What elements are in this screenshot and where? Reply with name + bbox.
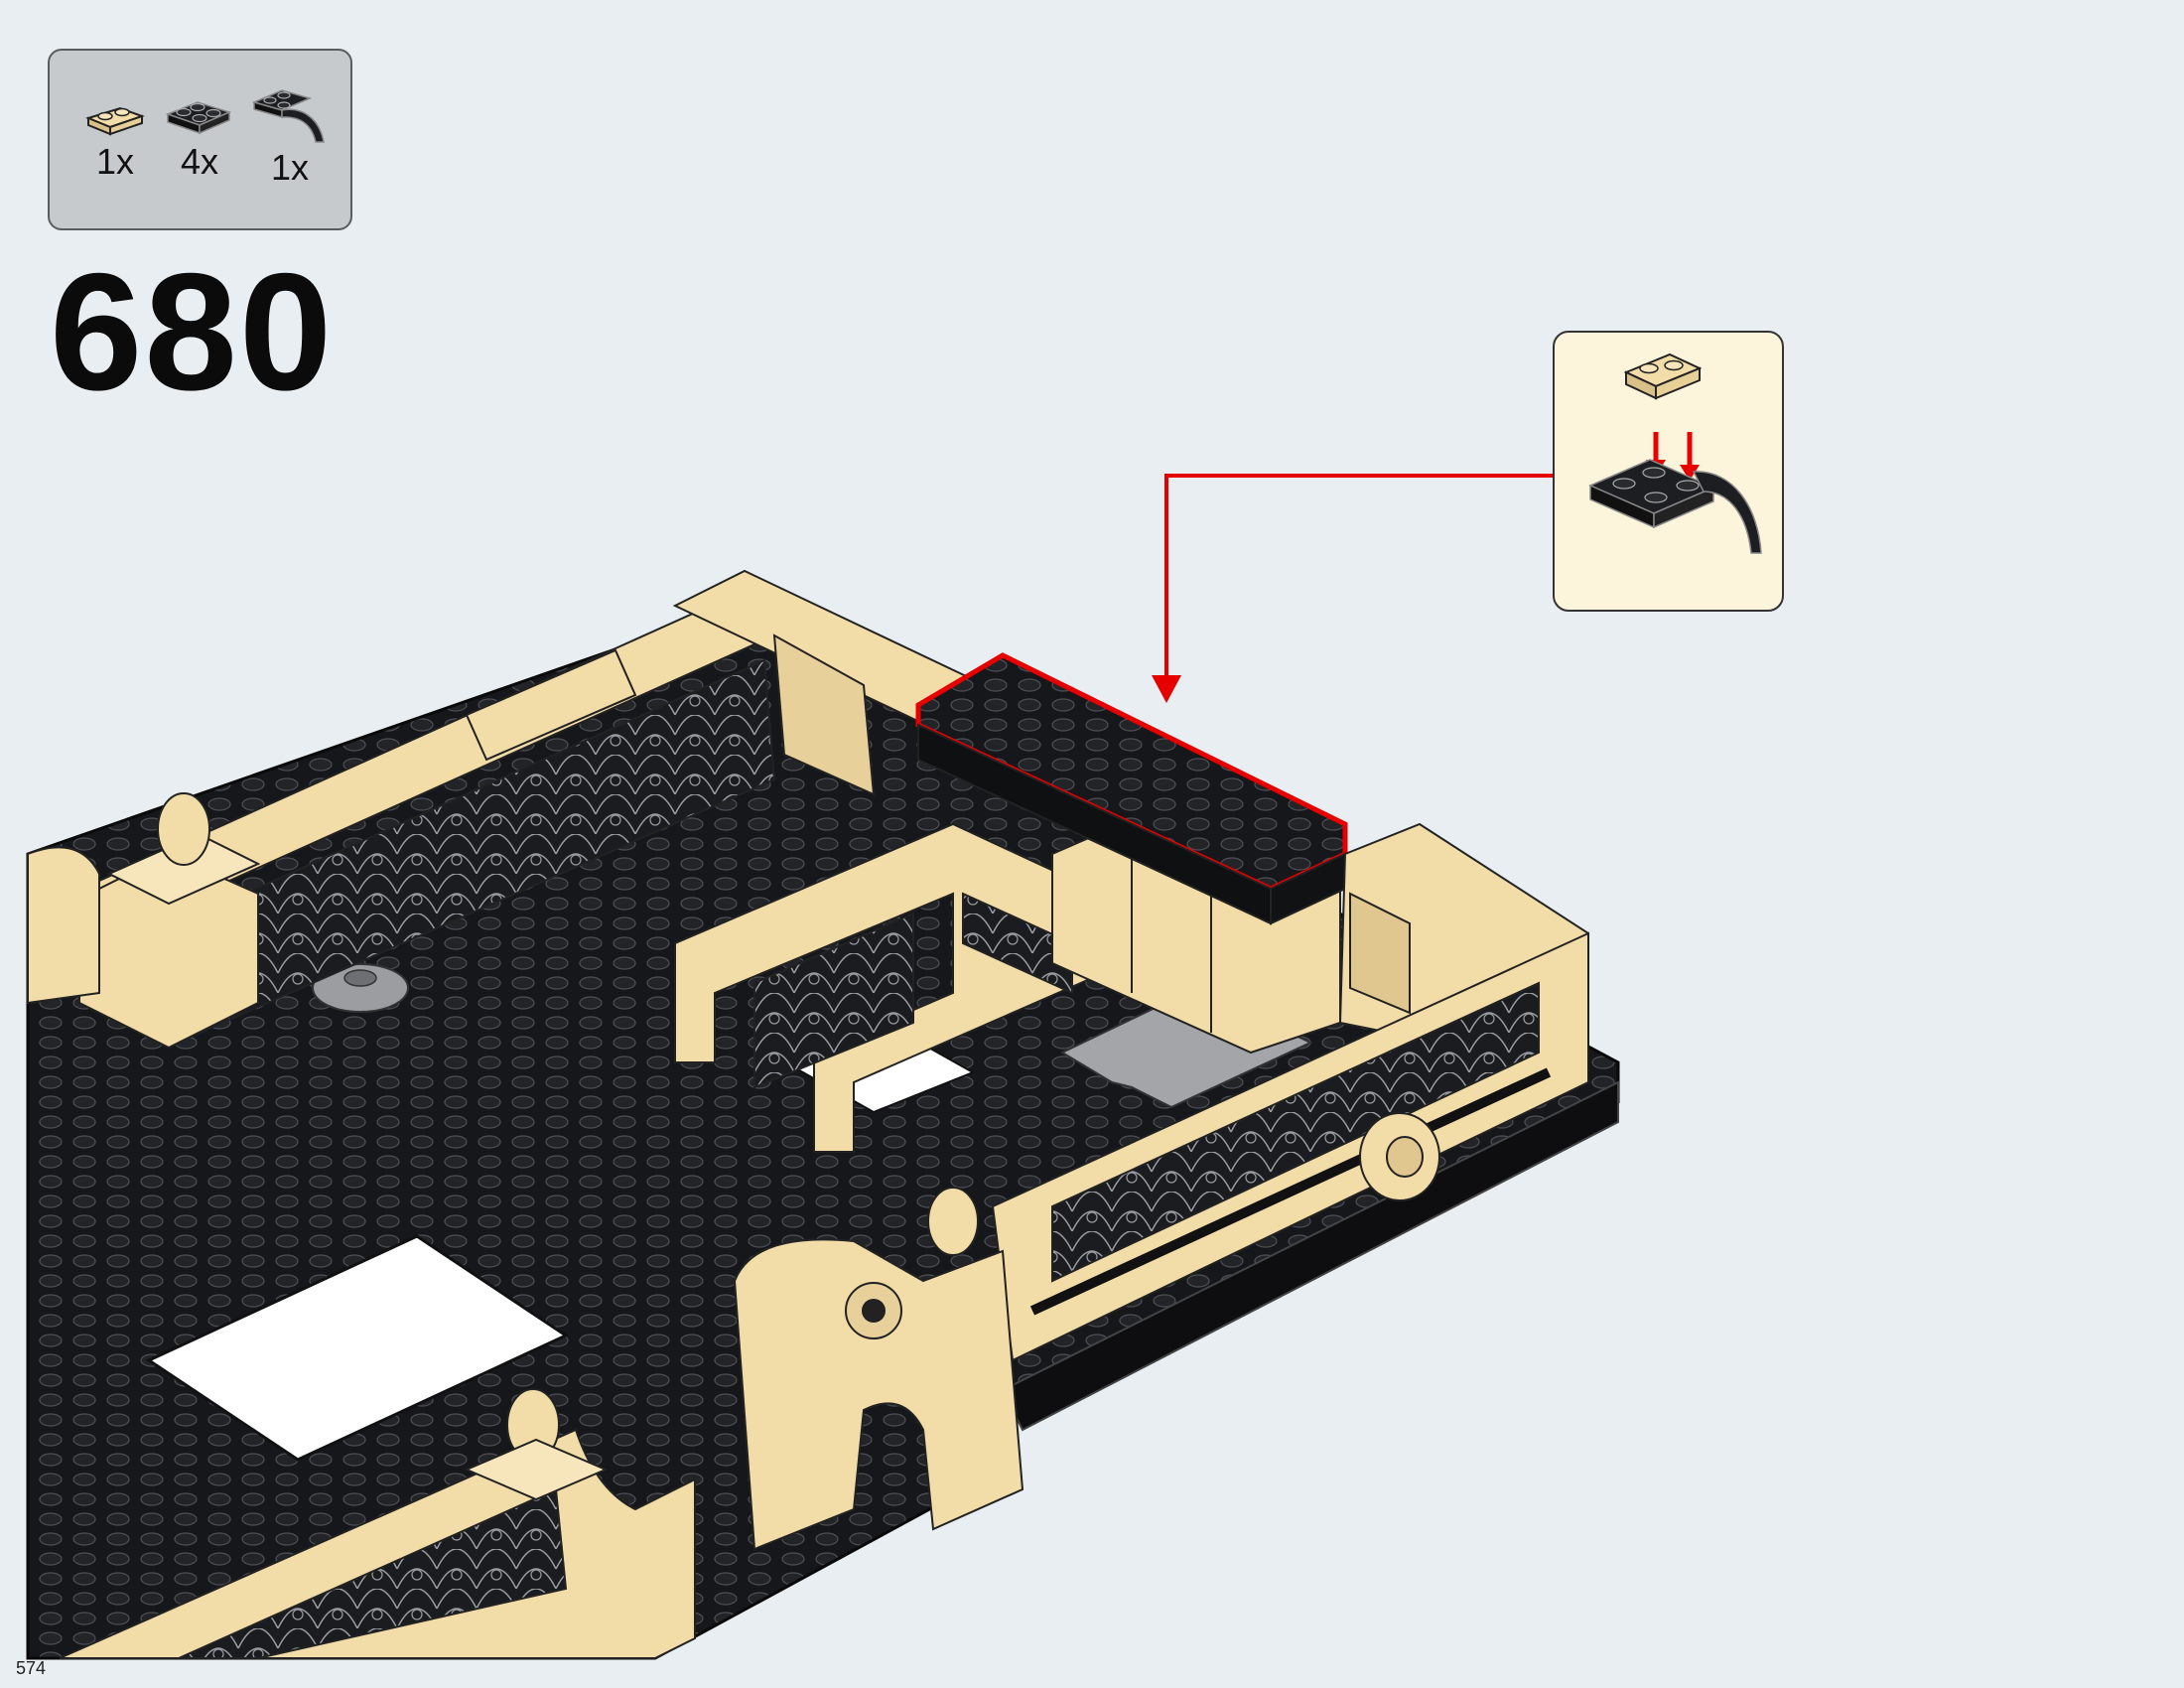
subassembly-callout-icon	[1588, 352, 1762, 554]
part-item: 4x	[154, 80, 245, 180]
assembly-arrow	[1164, 474, 1555, 675]
parts-list-box: 1x 4x 1x	[48, 49, 352, 230]
part-quantity: 1x	[270, 147, 310, 188]
part-quantity: 4x	[180, 141, 219, 182]
tan-plate-1x2-icon	[85, 106, 145, 136]
grey-round-tile	[312, 963, 409, 1013]
subassembly-callout	[1553, 331, 1784, 612]
page-number: 574	[16, 1658, 47, 1678]
left-edge-arch	[27, 846, 100, 1005]
black-plate-2x2-icon	[165, 101, 232, 135]
part-item: 1x	[69, 80, 161, 180]
axle-bar	[1029, 1067, 1552, 1316]
egg-finial	[157, 792, 210, 866]
step-number: 680	[50, 238, 335, 425]
part-quantity: 1x	[95, 141, 135, 182]
black-curved-arch-icon	[251, 89, 325, 143]
front-arch	[733, 1238, 1024, 1551]
part-item: 1x	[244, 80, 336, 186]
floor-opening	[145, 1234, 570, 1462]
